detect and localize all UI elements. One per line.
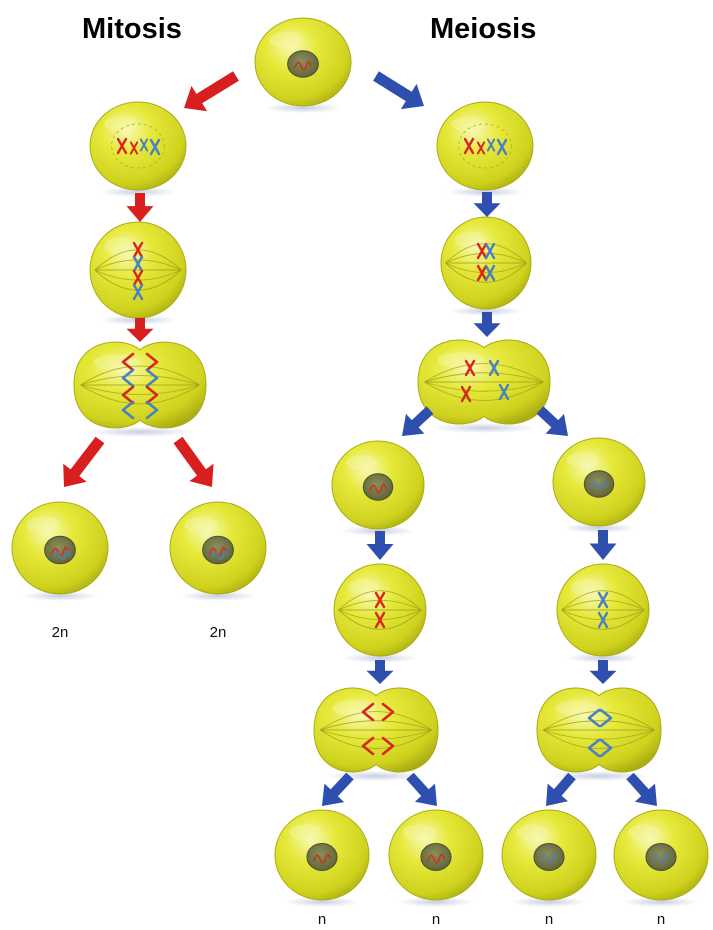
mitosis-arrow-to-metaphase [126, 193, 154, 222]
nucleus [645, 843, 677, 871]
meiosis2-anaphase-cell-right [536, 687, 662, 781]
meiosis-arrow-to-daughter-right [536, 406, 568, 436]
meiosis2-arrow-left-to-metaphase [366, 531, 394, 560]
chromosome-icon [484, 242, 496, 260]
meiosis2-metaphase-cell-right [556, 563, 650, 663]
gamete-cell-3 [501, 809, 597, 907]
mitosis-daughter-1-label: 2n [52, 624, 69, 641]
meiosis-daughter-cell-right [552, 437, 646, 533]
mitosis-anaphase-cell [73, 341, 207, 437]
chromosome-icon [129, 141, 139, 155]
meiosis-gamete-1-label: n [318, 911, 326, 928]
chromosome-icon [374, 591, 386, 609]
chromosome-icon [476, 264, 488, 282]
chromatid-icon [599, 708, 613, 728]
mitosis-prophase-cell [89, 101, 187, 197]
meiosis-gamete-2-label: n [432, 911, 440, 928]
meiosis2-arrow-right-to-metaphase [589, 530, 617, 560]
mitosis-daughter-2-label: 2n [210, 624, 227, 641]
meiosis2-arrow-to-gamete-2 [406, 772, 437, 806]
meiosis-gamete-3-label: n [545, 911, 553, 928]
meiosis-heading: Meiosis [430, 13, 536, 45]
gamete-cell-2 [388, 809, 484, 907]
nucleus [306, 843, 338, 871]
chromosome-icon [464, 359, 476, 377]
meiosis-anaphase-cell [417, 339, 551, 433]
chromosome-icon [116, 137, 128, 155]
chromosome-icon [139, 138, 149, 152]
chromosome-icon [498, 383, 510, 401]
chromatid-icon [121, 385, 135, 405]
chromosome-icon [132, 255, 144, 273]
chromosome-icon [463, 137, 475, 155]
meiosis2-arrow-left-to-anaphase [366, 660, 394, 684]
chromatid-icon [361, 702, 375, 722]
nucleus [583, 470, 615, 498]
nucleus [533, 843, 565, 871]
chromosome-icon [374, 611, 386, 629]
chromatid-icon [121, 352, 135, 372]
chromosome-icon [460, 385, 472, 403]
chromosome-icon [476, 242, 488, 260]
meiosis-metaphase-cell [440, 216, 532, 316]
meiosis-gamete-4-label: n [657, 911, 665, 928]
chromatid-icon [145, 368, 159, 388]
chromatid-icon [381, 736, 395, 756]
chromatid-icon [381, 702, 395, 722]
chromatid-icon [145, 352, 159, 372]
mitosis-daughter-cell-2 [169, 501, 267, 601]
chromosome-icon [486, 138, 496, 152]
nucleus [287, 50, 319, 78]
meiosis2-anaphase-cell-left [313, 687, 439, 781]
meiosis-prophase-cell [436, 101, 534, 197]
parent-cell [254, 17, 352, 113]
chromatid-icon [145, 400, 159, 420]
chromosome-icon [132, 241, 144, 259]
chromosome-icon [149, 138, 161, 156]
mitosis-arrow-to-daughter-2 [173, 436, 214, 487]
chromosome-icon [132, 269, 144, 287]
meiosis-arrow-to-prophase [373, 71, 424, 110]
chromosome-icon [597, 611, 609, 629]
cells-layer [11, 17, 709, 907]
gamete-cell-4 [613, 809, 709, 907]
chromosome-icon [132, 283, 144, 301]
meiosis-arrow-to-anaphase [473, 312, 501, 337]
chromatid-icon [121, 400, 135, 420]
meiosis-arrow-to-metaphase [473, 192, 501, 217]
arrows-layer [63, 71, 657, 806]
mitosis-arrow-to-daughter-1 [63, 436, 105, 487]
mitosis-metaphase-cell [89, 221, 187, 325]
nucleus [362, 473, 394, 501]
chromatid-icon [587, 708, 601, 728]
meiosis-daughter-cell-left [331, 440, 425, 536]
chromatid-icon [361, 736, 375, 756]
mitosis-arrow-to-prophase [184, 71, 239, 112]
nucleus [202, 535, 234, 565]
meiosis2-arrow-to-gamete-4 [626, 772, 657, 806]
chromatid-icon [121, 368, 135, 388]
meiosis2-arrow-to-gamete-3 [546, 772, 576, 806]
chromatid-icon [145, 385, 159, 405]
meiosis2-arrow-right-to-anaphase [589, 660, 617, 684]
meiosis2-metaphase-cell-left [333, 563, 427, 663]
chromosome-icon [484, 264, 496, 282]
chromosome-icon [488, 359, 500, 377]
chromosome-icon [496, 138, 508, 156]
gamete-cell-1 [274, 809, 370, 907]
chromosome-icon [476, 141, 486, 155]
meiosis2-arrow-to-gamete-1 [322, 772, 354, 806]
chromosome-icon [597, 591, 609, 609]
mitosis-daughter-cell-1 [11, 501, 109, 601]
mitosis-arrow-to-anaphase [126, 318, 154, 342]
mitosis-heading: Mitosis [82, 13, 182, 45]
chromatid-icon [587, 738, 601, 758]
meiosis-arrow-to-daughter-left [402, 406, 434, 436]
chromatid-icon [599, 738, 613, 758]
nucleus [44, 535, 76, 565]
nucleus [420, 843, 452, 871]
